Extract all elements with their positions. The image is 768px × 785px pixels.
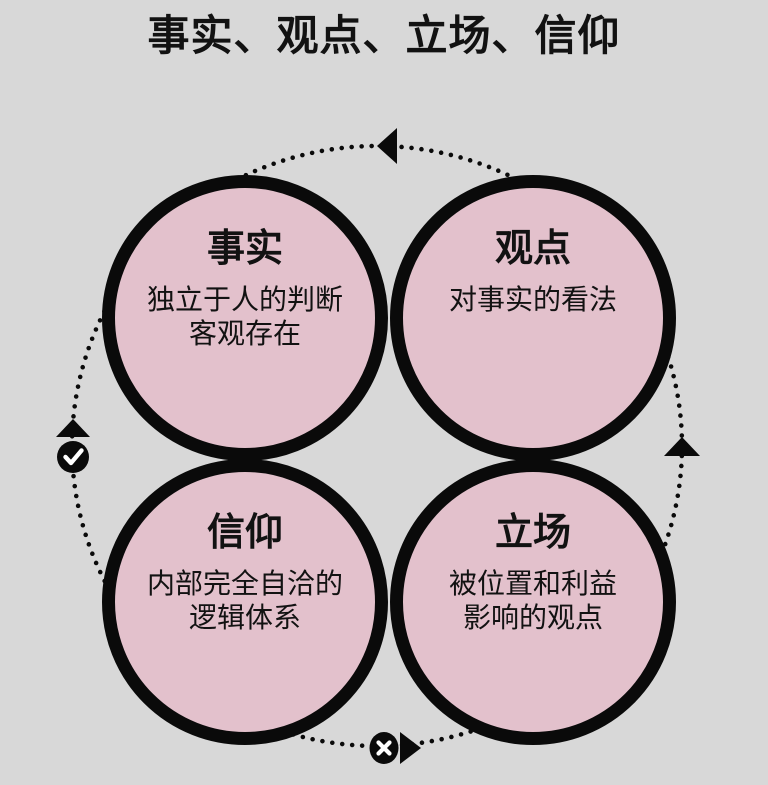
desc-line: 内部完全自洽的 [146, 568, 343, 600]
circle-facts-desc: 独立于人的判断 客观存在 [147, 284, 343, 352]
circle-opinion-desc: 对事实的看法 [449, 284, 617, 318]
circle-opinion-title: 观点 [494, 228, 571, 270]
ring-arrow-top-icon [377, 128, 397, 164]
desc-line: 独立于人的判断 [146, 284, 343, 316]
circle-opinion: 观点 对事实的看法 [390, 175, 676, 461]
cross-badge [369, 732, 399, 764]
page-title: 事实、观点、立场、信仰 [147, 14, 621, 60]
desc-line: 被位置和利益 [448, 568, 617, 600]
cross-icon [376, 740, 392, 756]
ring-arrow-left-icon [56, 419, 90, 437]
check-icon [63, 448, 84, 466]
check-badge [57, 441, 89, 473]
circle-facts-title: 事实 [206, 228, 283, 270]
desc-line: 对事实的看法 [448, 284, 617, 316]
ring-arrow-right-icon [664, 437, 700, 456]
circle-belief-title: 信仰 [206, 512, 283, 554]
circle-stance-title: 立场 [494, 512, 571, 554]
circle-stance-desc: 被位置和利益 影响的观点 [449, 568, 617, 636]
ring-arrow-bottom-icon [400, 732, 421, 764]
desc-line: 逻辑体系 [188, 602, 301, 634]
desc-line: 影响的观点 [462, 602, 603, 634]
desc-line: 客观存在 [188, 318, 301, 350]
circle-belief-desc: 内部完全自洽的 逻辑体系 [147, 568, 343, 636]
